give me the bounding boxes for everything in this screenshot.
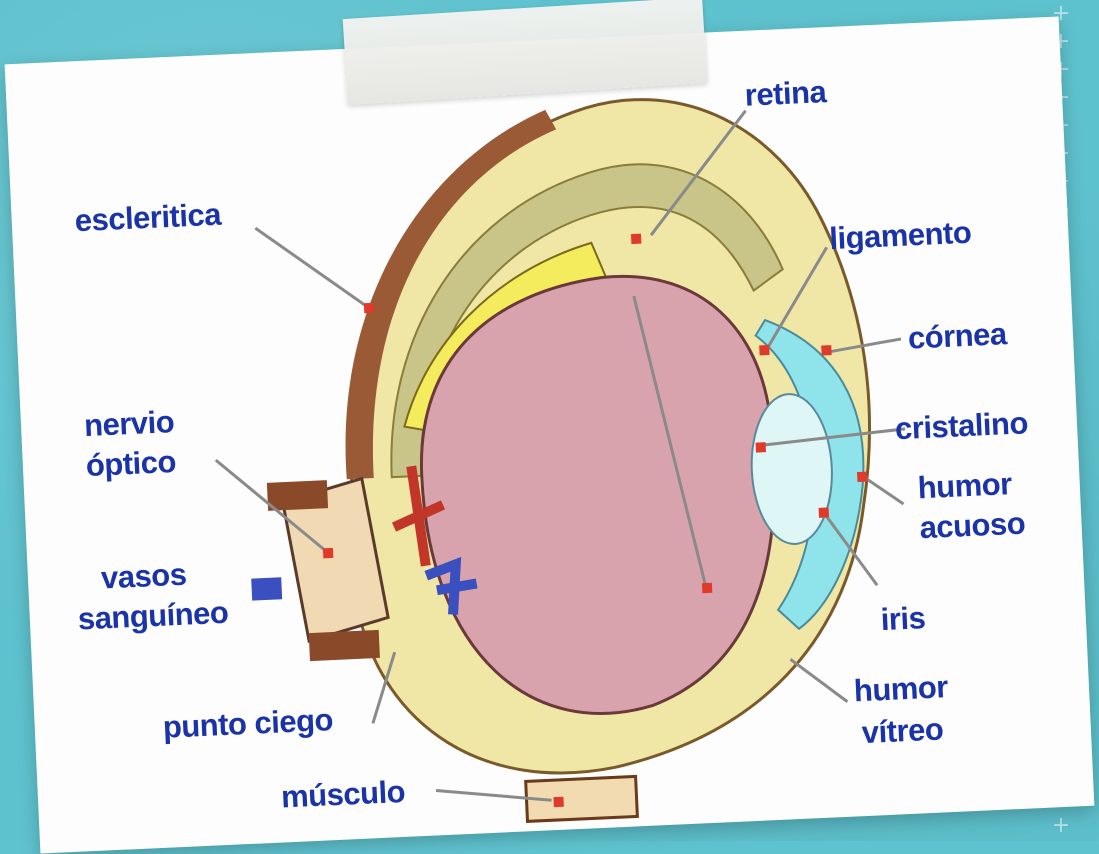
label-punto-ciego: punto ciego bbox=[162, 702, 334, 745]
label-vasos-1: vasos bbox=[100, 557, 187, 596]
label-humor-acuoso-1: humor bbox=[917, 466, 1013, 505]
label-vasos-2: sanguíneo bbox=[77, 595, 229, 637]
optic-nerve-sheath-bottom bbox=[309, 630, 380, 661]
label-iris: iris bbox=[880, 600, 926, 637]
vessel-stub bbox=[251, 577, 282, 600]
label-nervio-optico-2: óptico bbox=[85, 444, 176, 483]
label-esclerotica: escleritica bbox=[74, 197, 223, 239]
label-humor-vitreo-1: humor bbox=[853, 669, 949, 708]
label-cornea: córnea bbox=[907, 316, 1008, 355]
label-retina: retina bbox=[744, 74, 828, 113]
label-ligamento: ligamento bbox=[829, 215, 972, 256]
label-humor-acuoso-2: acuoso bbox=[919, 506, 1026, 546]
label-cristalino: cristalino bbox=[894, 405, 1028, 446]
optic-nerve-sheath-top bbox=[267, 480, 328, 511]
label-humor-vitreo-2: vítreo bbox=[861, 711, 944, 750]
label-nervio-optico-1: nervio bbox=[83, 404, 175, 443]
label-musculo: músculo bbox=[280, 774, 405, 815]
